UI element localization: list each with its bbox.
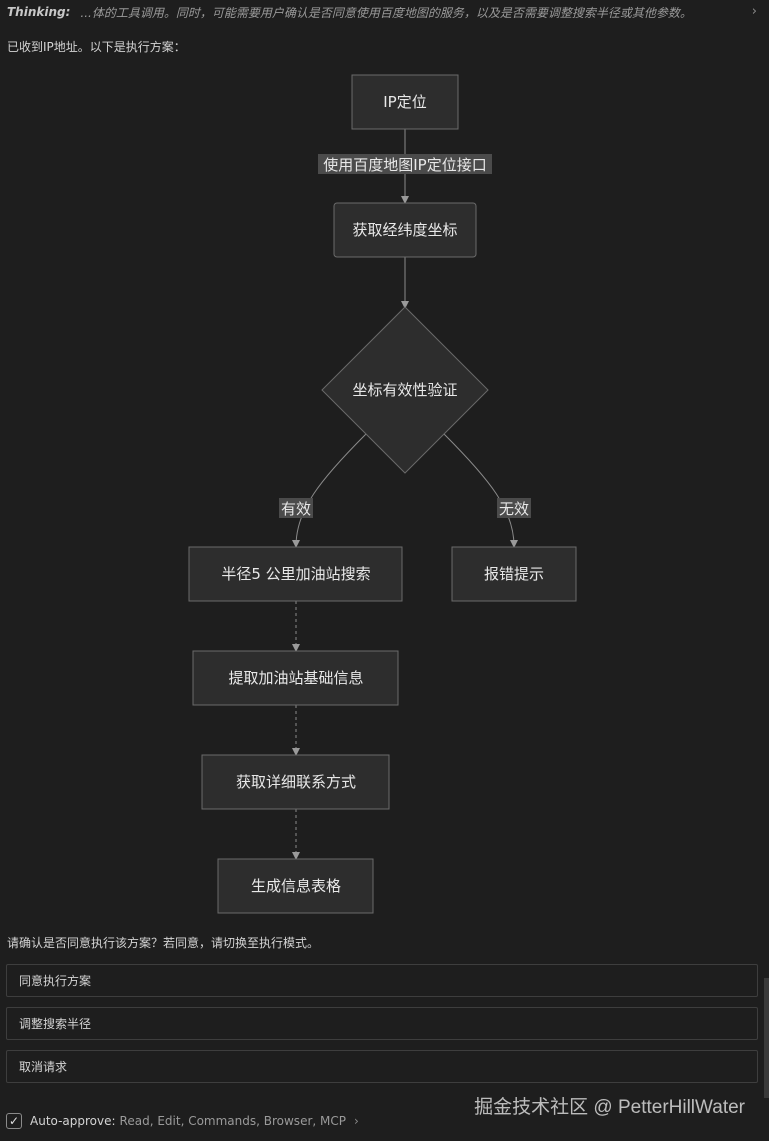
option-label: 调整搜索半径 (19, 1017, 92, 1031)
node-validate: 坐标有效性验证 (321, 306, 489, 474)
node-ip-locate: IP定位 (351, 74, 459, 130)
edge-label-invalid: 无效 (497, 498, 531, 518)
node-basic-info: 提取加油站基础信息 (192, 650, 399, 706)
chevron-right-icon[interactable]: › (751, 4, 757, 19)
option-cancel-button[interactable]: 取消请求 (6, 1050, 758, 1083)
edge-label-valid: 有效 (279, 498, 313, 518)
svg-text:半径5 公里加油站搜索: 半径5 公里加油站搜索 (221, 565, 370, 583)
svg-text:提取加油站基础信息: 提取加油站基础信息 (228, 669, 363, 687)
svg-text:IP定位: IP定位 (383, 93, 426, 111)
auto-approve-value: Read, Edit, Commands, Browser, MCP (119, 1114, 346, 1128)
node-get-coords: 获取经纬度坐标 (333, 202, 477, 258)
edge-label-baidu-api: 使用百度地图IP定位接口 (318, 154, 492, 174)
edge-validate-to-error (443, 433, 518, 548)
auto-approve-bar[interactable]: ✓ Auto-approve: Read, Edit, Commands, Br… (6, 1110, 359, 1132)
auto-approve-checkbox[interactable]: ✓ (6, 1113, 22, 1129)
node-search: 半径5 公里加油站搜索 (188, 546, 403, 602)
checkmark-icon: ✓ (8, 1114, 20, 1128)
scrollbar[interactable] (764, 978, 769, 1098)
thinking-bar[interactable]: Thinking: ...体的工具调用。同时，可能需要用户确认是否同意使用百度地… (0, 0, 769, 24)
svg-text:坐标有效性验证: 坐标有效性验证 (352, 381, 457, 399)
thinking-label: Thinking: (7, 5, 71, 19)
edge-validate-to-search (292, 433, 367, 548)
watermark: 掘金技术社区 @ PetterHillWater (474, 1097, 745, 1118)
thinking-text: ...体的工具调用。同时，可能需要用户确认是否同意使用百度地图的服务，以及是否需… (80, 5, 692, 20)
svg-text:获取详细联系方式: 获取详细联系方式 (236, 773, 356, 791)
flowchart: 使用百度地图IP定位接口 有效 无效 IP定位 获取经纬度坐标 坐标有效性验证 … (188, 74, 577, 914)
node-error: 报错提示 (451, 546, 577, 602)
option-agree-button[interactable]: 同意执行方案 (6, 964, 758, 997)
node-contact: 获取详细联系方式 (201, 754, 390, 810)
intro-text: 已收到IP地址。以下是执行方案： (7, 40, 186, 54)
confirm-text: 请确认是否同意执行该方案？若同意，请切换至执行模式。 (7, 936, 320, 950)
node-table: 生成信息表格 (217, 858, 374, 914)
chevron-right-icon[interactable]: › (353, 1114, 359, 1128)
svg-text:使用百度地图IP定位接口: 使用百度地图IP定位接口 (323, 156, 486, 174)
svg-text:获取经纬度坐标: 获取经纬度坐标 (352, 221, 457, 239)
option-label: 取消请求 (19, 1060, 68, 1074)
option-adjust-radius-button[interactable]: 调整搜索半径 (6, 1007, 758, 1040)
option-label: 同意执行方案 (19, 974, 92, 988)
auto-approve-label: Auto-approve: (30, 1114, 116, 1128)
svg-text:生成信息表格: 生成信息表格 (251, 877, 341, 895)
svg-text:有效: 有效 (281, 500, 311, 518)
svg-text:无效: 无效 (499, 500, 529, 518)
svg-text:报错提示: 报错提示 (484, 565, 544, 583)
